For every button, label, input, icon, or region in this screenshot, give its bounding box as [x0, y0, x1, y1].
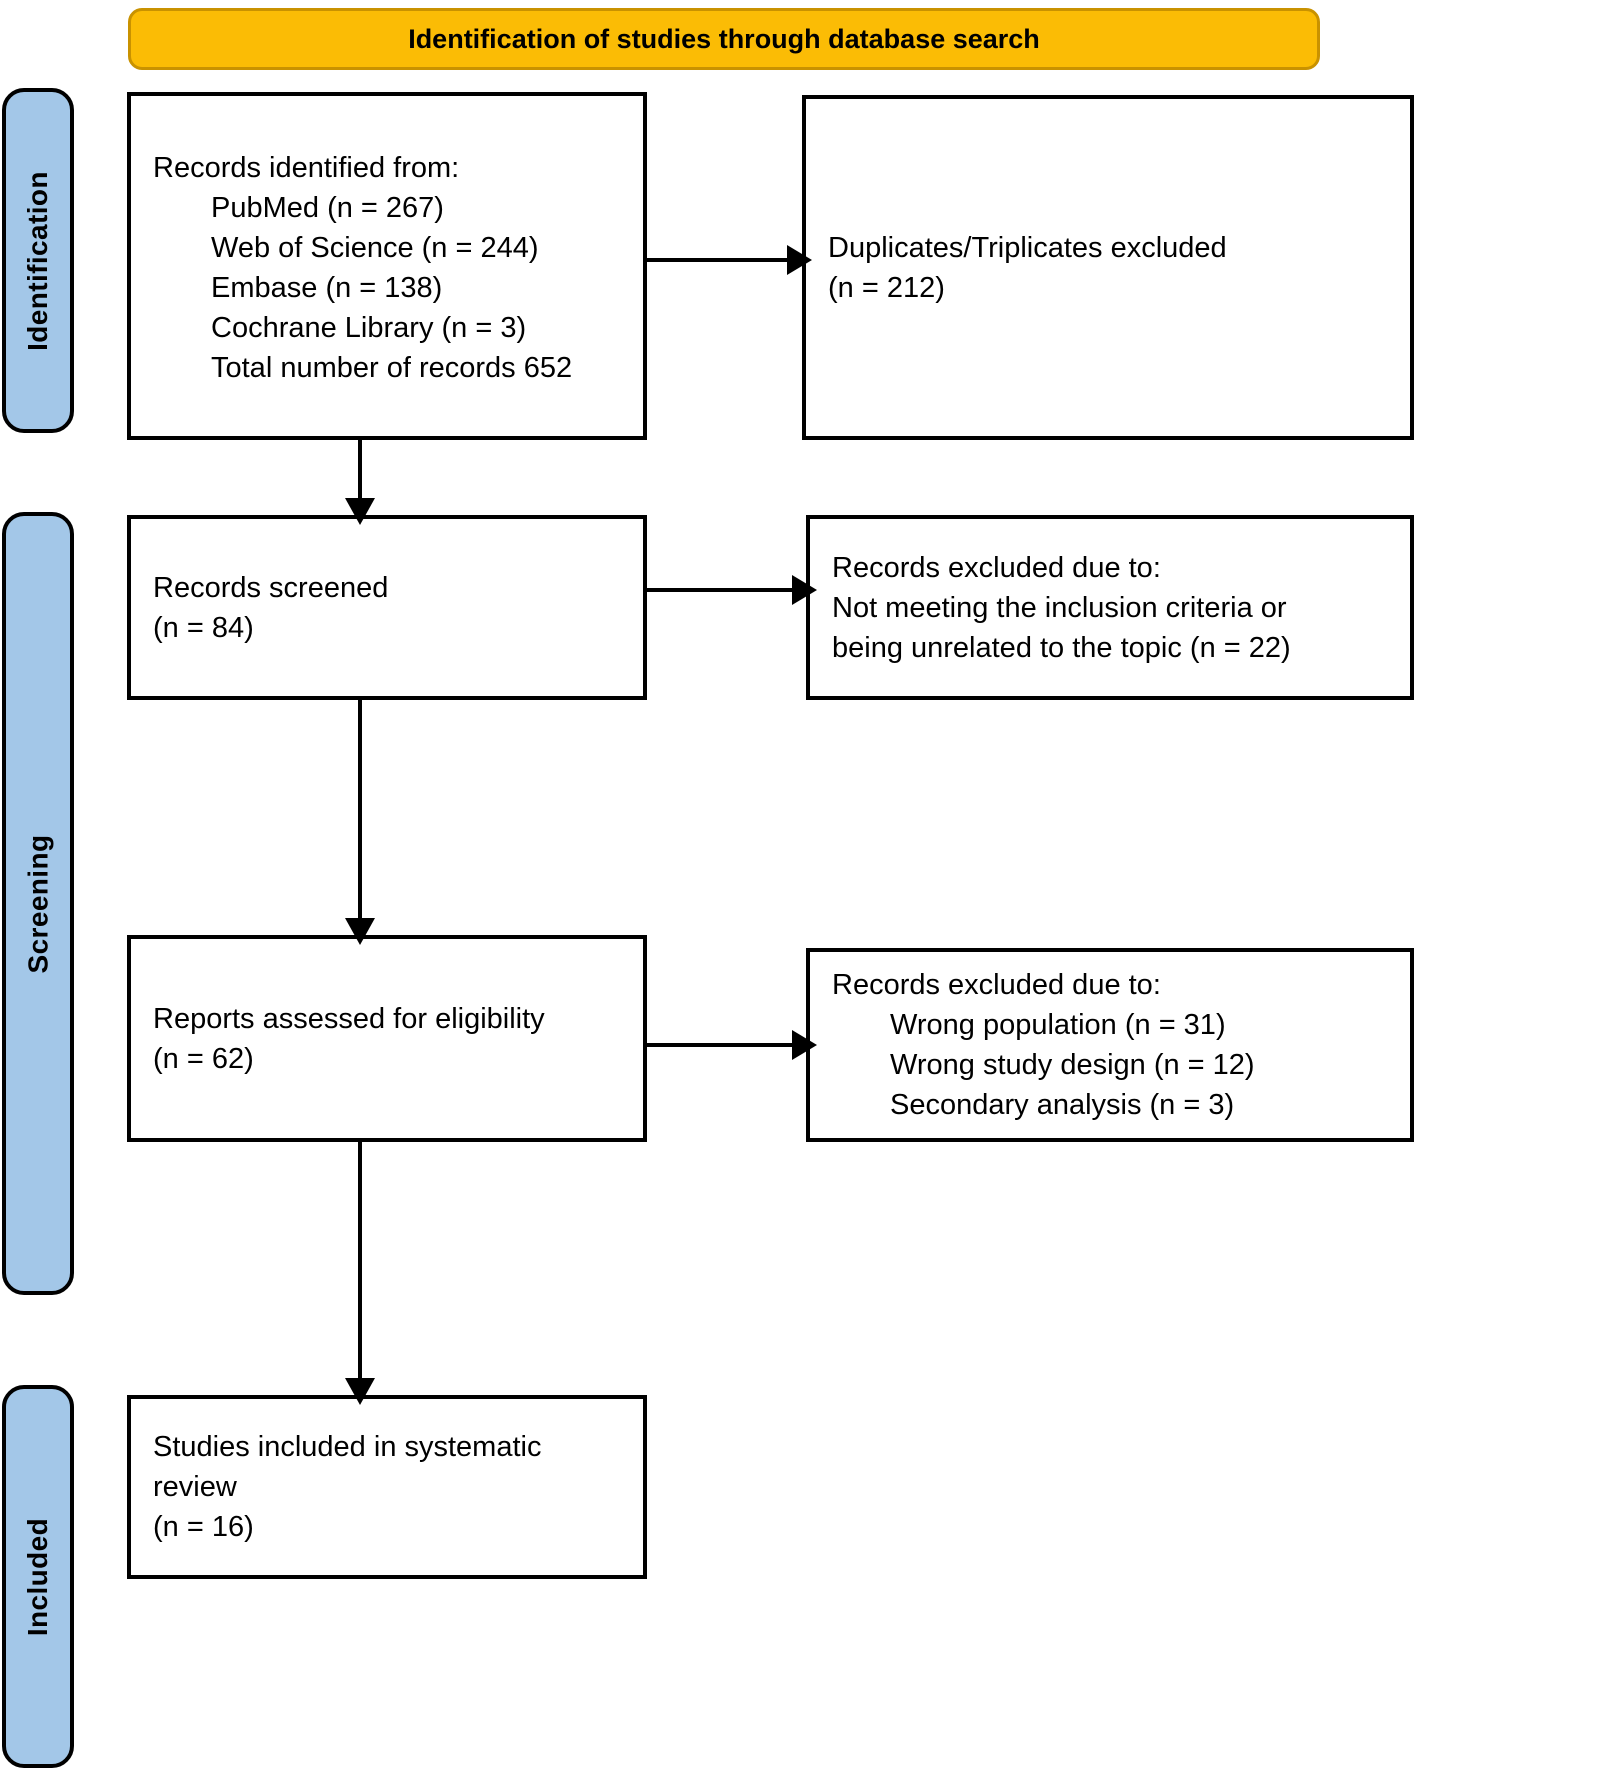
stage-label-included-text: Included	[22, 1517, 54, 1636]
excluded-eligibility-heading: Records excluded due to:	[832, 969, 1161, 1001]
excluded-eligibility-wrong-population: Wrong population (n = 31)	[890, 1009, 1226, 1041]
box-studies-included: Studies included in systematic review (n…	[127, 1395, 647, 1579]
duplicates-excluded-label: Duplicates/Triplicates excluded	[828, 231, 1227, 264]
reports-assessed-count: (n = 62)	[153, 1042, 254, 1075]
stage-label-screening-text: Screening	[22, 834, 54, 973]
stage-label-included: Included	[2, 1385, 74, 1768]
stage-label-identification-text: Identification	[22, 170, 54, 351]
records-identified-heading: Records identified from:	[153, 152, 460, 184]
records-screened-count: (n = 84)	[153, 611, 254, 644]
records-identified-web-of-science: Web of Science (n = 244)	[211, 232, 539, 264]
excluded-screening-reason-1: Not meeting the inclusion criteria or	[832, 591, 1287, 624]
box-records-identified: Records identified from: PubMed (n = 267…	[127, 92, 647, 440]
studies-included-count: (n = 16)	[153, 1511, 254, 1543]
excluded-eligibility-secondary-analysis: Secondary analysis (n = 3)	[890, 1089, 1235, 1121]
studies-included-label-line-1: Studies included in systematic	[153, 1431, 542, 1463]
excluded-eligibility-wrong-study-design: Wrong study design (n = 12)	[890, 1049, 1255, 1081]
arrow-eligibility-to-included	[335, 1142, 385, 1405]
excluded-screening-heading: Records excluded due to:	[832, 551, 1161, 584]
arrow-screened-to-excluded	[647, 570, 817, 610]
box-reports-assessed-eligibility: Reports assessed for eligibility (n = 62…	[127, 935, 647, 1142]
records-identified-total: Total number of records 652	[211, 352, 573, 384]
studies-included-label-line-2: review	[153, 1471, 237, 1503]
stage-label-screening: Screening	[2, 512, 74, 1295]
box-duplicates-excluded: Duplicates/Triplicates excluded (n = 212…	[802, 95, 1414, 440]
reports-assessed-label: Reports assessed for eligibility	[153, 1002, 545, 1035]
arrow-identified-to-duplicates	[647, 240, 812, 280]
records-identified-cochrane: Cochrane Library (n = 3)	[211, 312, 527, 344]
box-records-screened: Records screened (n = 84)	[127, 515, 647, 700]
diagram-title: Identification of studies through databa…	[408, 23, 1040, 54]
arrow-screened-to-eligibility	[335, 700, 385, 945]
records-screened-label: Records screened	[153, 571, 389, 604]
arrow-identified-to-screened	[335, 440, 385, 525]
box-records-excluded-screening: Records excluded due to: Not meeting the…	[806, 515, 1414, 700]
excluded-screening-reason-2: being unrelated to the topic (n = 22)	[832, 631, 1291, 664]
records-identified-embase: Embase (n = 138)	[211, 272, 443, 304]
header-banner: Identification of studies through databa…	[128, 8, 1320, 70]
duplicates-excluded-count: (n = 212)	[828, 271, 945, 304]
records-identified-pubmed: PubMed (n = 267)	[211, 192, 444, 224]
arrow-eligibility-to-excluded	[647, 1025, 817, 1065]
stage-label-identification: Identification	[2, 88, 74, 433]
box-records-excluded-eligibility: Records excluded due to: Wrong populatio…	[806, 948, 1414, 1142]
